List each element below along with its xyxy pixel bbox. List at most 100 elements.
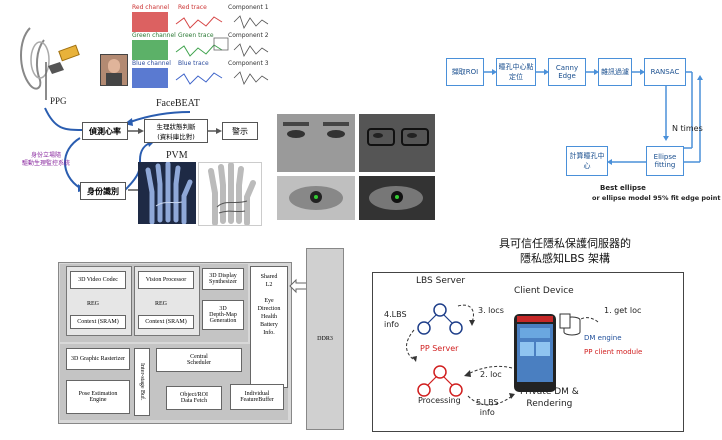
- display-line1: 3D Display: [209, 273, 237, 279]
- eye-line1: Eye: [264, 298, 274, 304]
- detect-heart-rate-box: 偵測心率: [82, 122, 128, 140]
- green-channel-label: Green channel: [132, 32, 176, 39]
- step-extract-roi: 擷取ROI: [446, 58, 484, 86]
- video-codec-block: 3D Video Codec REG Context (SRAM): [66, 266, 132, 336]
- lbs-node-top: [433, 303, 447, 317]
- shared-line1: Shared: [260, 274, 278, 280]
- feature-line2: FeatureBuffer: [240, 397, 274, 403]
- warning-box: 警示: [222, 122, 258, 140]
- display-synth-block: 3D Display Synthesizer: [202, 268, 244, 290]
- step-pupil-center: 瞳孔中心點定位: [496, 58, 536, 86]
- depth-line2: Depth-Map: [209, 312, 237, 318]
- locs-label: 3. locs: [478, 306, 504, 315]
- arrow-loc2: [467, 365, 513, 375]
- step-ellipse-fitting: Ellipse fitting: [646, 146, 684, 176]
- vision-processor-block: Vision Processor REG Context (SRAM): [134, 266, 200, 336]
- ddr3-block: DDR3: [306, 248, 344, 430]
- side-note-line1: 身份立場隨: [31, 152, 62, 159]
- arrow-lbs-info5: [467, 395, 513, 406]
- pose-estimation-block: Pose Estimation Engine: [66, 380, 130, 414]
- lbs-node-left: [417, 321, 431, 335]
- side-note-line2: 驅動生理監控系統: [22, 160, 71, 167]
- lbs-info5-label: 5.LBS info: [476, 398, 499, 418]
- blue-channel-label: Blue channel: [132, 60, 171, 67]
- depth-line1: 3D: [219, 306, 227, 312]
- lbs-title: 具可信任隱私保護伺服器的 隱私感知LBS 架構: [435, 236, 695, 266]
- object-line1: Object/ROI: [180, 392, 208, 398]
- loc2-label: 2. loc: [480, 370, 502, 379]
- green-trace: [175, 44, 223, 57]
- red-channel-label: Red channel: [132, 4, 170, 11]
- red-trace: [175, 16, 223, 29]
- dm-engine-label: DM engine: [584, 334, 622, 342]
- video-codec-label: 3D Video Codec: [70, 271, 126, 289]
- rasterizer-block: 3D Graphic Rasterizer: [66, 348, 130, 370]
- green-channel-swatch: [132, 40, 168, 60]
- interstage-buffer-block: Inter-stage Buf.: [134, 348, 150, 416]
- side-note: 身份立場隨 驅動生理監控系統: [22, 152, 70, 168]
- eye-line5: Info.: [263, 330, 275, 336]
- client-device-label: Client Device: [514, 286, 574, 296]
- step-compute-center: 計算瞳孔中心: [566, 146, 608, 176]
- video-context-label: Context (SRAM): [70, 315, 126, 329]
- step-noise-filter: 雜訊過濾: [598, 58, 632, 86]
- arrow-facebeat-to-detect: [129, 111, 191, 123]
- channel-traces: [132, 12, 269, 88]
- ica-box: [213, 37, 229, 51]
- shared-line2: L2: [265, 282, 273, 288]
- step-canny-edge: Canny Edge: [548, 58, 586, 86]
- depth-line3: Generation: [209, 318, 237, 324]
- processing-label: Processing: [418, 396, 461, 405]
- lbs-info-line1: 4.LBS: [384, 310, 407, 319]
- central-scheduler-block: Central Scheduler: [156, 348, 242, 372]
- module-icon: [559, 313, 571, 329]
- get-loc-label: 1. get loc: [604, 306, 642, 315]
- video-reg-label: REG: [87, 301, 99, 307]
- arrow-lbs-info: [406, 329, 415, 361]
- ppg-label: PPG: [50, 96, 67, 106]
- shared-l2-block: Shared L2 Eye Direction Health Battery I…: [250, 266, 288, 388]
- pose-line2: Engine: [89, 397, 107, 403]
- pupil-marker-1: [314, 195, 318, 199]
- red-channel-swatch: [132, 12, 168, 32]
- pp-node-right: [449, 383, 463, 397]
- pvm-label: PVM: [166, 150, 188, 161]
- red-trace-label: Red trace: [178, 4, 207, 11]
- display-line2: Synthesizer: [209, 279, 237, 285]
- arrow-ppg-to-detect: [44, 107, 83, 131]
- palm-vein-svg: [145, 161, 193, 225]
- eye-photo-2: [359, 114, 435, 172]
- vision-context-label: Context (SRAM): [138, 315, 194, 329]
- lbs-info5-line1: 5.LBS: [476, 398, 499, 407]
- object-roi-block: Object/ROI Data Fetch: [166, 386, 222, 410]
- eye-line2: Direction: [257, 306, 281, 312]
- lbs-frame: [372, 272, 684, 432]
- vision-reg-label: REG: [155, 301, 167, 307]
- depth-map-block: 3D Depth-Map Generation: [202, 300, 244, 330]
- feature-buffer-block: Individual FeatureBuffer: [230, 384, 284, 410]
- pp-server-label: PP Server: [420, 344, 459, 353]
- lbs-title-line2: 隱私感知LBS 架構: [520, 252, 610, 265]
- face-skin: [108, 59, 120, 73]
- pose-line1: Pose Estimation: [78, 391, 118, 397]
- lbs-server-label: LBS Server: [416, 276, 466, 286]
- lbs-info-label: 4.LBS info: [384, 310, 407, 330]
- eye-closeup-1: [277, 176, 355, 220]
- eye-photo-1: [277, 114, 355, 172]
- blue-channel-swatch: [132, 68, 168, 88]
- ppg-sensor-icon: [58, 44, 80, 62]
- lbs-info5-line2: info: [479, 408, 495, 417]
- sched-line2: Scheduler: [187, 360, 211, 366]
- palm-print-svg: [208, 162, 256, 226]
- n-times-label: N times: [672, 124, 703, 133]
- green-trace-label: Green trace: [178, 32, 214, 39]
- palm-vein-image: [138, 161, 196, 225]
- sched-line1: Central: [190, 354, 208, 360]
- face-shirt: [106, 73, 122, 85]
- feature-line1: Individual: [244, 391, 270, 397]
- private-line1: Private DM &: [520, 387, 579, 397]
- step-ransac: RANSAC: [644, 58, 686, 86]
- arrow-loop-left: [64, 137, 81, 189]
- ear-outline: [20, 27, 45, 90]
